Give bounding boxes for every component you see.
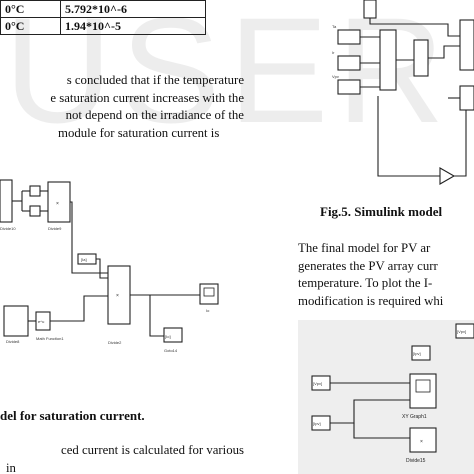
wire bbox=[330, 399, 410, 424]
goto-label: Goto14 bbox=[164, 348, 178, 353]
left-bottom-paragraph: ced current is calculated for various in bbox=[0, 442, 244, 474]
tag-vpv-top bbox=[455, 323, 474, 339]
table-row: 0°C 1.94*10^-5 bbox=[0, 17, 206, 35]
tag-label: [Vpv] bbox=[313, 381, 322, 386]
input-block bbox=[29, 185, 41, 197]
text-line: temperature. To plot the I- bbox=[298, 276, 433, 291]
divide10-block bbox=[0, 179, 13, 223]
text-line: generates the PV array curr bbox=[298, 258, 438, 273]
gain-block bbox=[439, 167, 456, 185]
table-cell: 1.94*10^-5 bbox=[60, 17, 206, 35]
xy-graph-screen bbox=[415, 379, 431, 393]
divide15-label: Divide15 bbox=[406, 458, 426, 464]
divide15-block bbox=[409, 427, 437, 453]
wire bbox=[70, 201, 108, 274]
tag-ipv-top bbox=[411, 345, 431, 361]
goto-block bbox=[163, 327, 183, 343]
block bbox=[337, 79, 361, 95]
input-block bbox=[29, 205, 41, 217]
text-line: modification is required whi bbox=[298, 293, 444, 308]
wire bbox=[377, 96, 440, 177]
tag-label: [Vpv] bbox=[457, 329, 466, 334]
text-line: s concluded that if the temperature bbox=[66, 73, 244, 87]
text-line: module for saturation current is bbox=[58, 125, 220, 140]
block bbox=[459, 19, 474, 71]
wire bbox=[50, 295, 108, 322]
wire bbox=[428, 45, 460, 59]
block bbox=[337, 29, 361, 45]
wire bbox=[353, 423, 410, 439]
pv-array-diagram: Ta Ir Vpv bbox=[332, 0, 474, 185]
divide9-label: Divide9 bbox=[48, 226, 62, 231]
xy-graph-diagram: [Vpv] [Ipv] [Vpv] [Ipv] XY Graph1 × Divi… bbox=[298, 320, 474, 474]
table-cell: 5.792*10^-6 bbox=[60, 0, 206, 18]
block-label: Vpv bbox=[332, 74, 339, 79]
saturation-current-diagram: Divide10 × Divide9 [Ia] Divide8 e^u Math… bbox=[0, 179, 219, 353]
xy-graph-svg: [Vpv] [Ipv] [Vpv] [Ipv] XY Graph1 × Divi… bbox=[311, 323, 474, 464]
divide9-block bbox=[47, 181, 71, 223]
tag-label: [Ipv] bbox=[413, 351, 421, 356]
left-figure-caption: del for saturation current. bbox=[0, 408, 145, 423]
wire bbox=[96, 258, 108, 279]
mult-symbol: × bbox=[56, 201, 59, 207]
divide2-label: Divide2 bbox=[108, 340, 122, 345]
scope-block bbox=[199, 283, 219, 305]
text-line: not depend on the irradiance of the bbox=[65, 108, 244, 123]
tag-ia-label: [Ia] bbox=[81, 257, 87, 262]
right-paragraph: The final model for PV ar generates the … bbox=[298, 240, 474, 310]
scope-screen bbox=[203, 287, 215, 297]
table-row: 0°C 5.792*10^-6 bbox=[0, 0, 206, 18]
text-line: The final model for PV ar bbox=[298, 241, 431, 255]
block-label: Ta bbox=[332, 24, 337, 29]
mult-symbol: × bbox=[420, 439, 423, 445]
divide10-label: Divide10 bbox=[0, 226, 16, 231]
wire bbox=[369, 18, 460, 37]
wire bbox=[149, 295, 164, 337]
table-cell: 0°C bbox=[0, 0, 61, 18]
block bbox=[363, 0, 377, 19]
divide8-label: Divide8 bbox=[6, 339, 20, 344]
block bbox=[413, 39, 429, 77]
block bbox=[337, 55, 361, 71]
text-line: in bbox=[6, 460, 16, 474]
left-paragraph: s concluded that if the temperature e sa… bbox=[0, 72, 244, 142]
scope-label: Io bbox=[206, 308, 210, 313]
block bbox=[379, 29, 397, 91]
xy-graph-label: XY Graph1 bbox=[402, 414, 427, 420]
divide2-block bbox=[107, 265, 131, 325]
table-cell: 0°C bbox=[0, 17, 61, 35]
right-figure-caption: Fig.5. Simulink model bbox=[320, 204, 443, 219]
exp-symbol: e^u bbox=[38, 319, 44, 324]
text-line: ced current is calculated for various bbox=[61, 443, 244, 457]
text-line: e saturation current increases with the bbox=[50, 90, 244, 105]
divide8-block bbox=[3, 305, 29, 337]
tag-label: [Ipv] bbox=[313, 421, 321, 426]
saturation-current-table: 0°C 5.792*10^-6 0°C 1.94*10^-5 bbox=[0, 0, 206, 35]
mult-symbol: × bbox=[116, 293, 119, 299]
block bbox=[459, 85, 474, 111]
xy-graph-block bbox=[409, 373, 437, 409]
math-function-label: Math Function1 bbox=[36, 336, 64, 341]
tag-io-label: [Io] bbox=[165, 334, 171, 339]
wire bbox=[454, 110, 467, 177]
block-label: Ir bbox=[332, 50, 335, 55]
